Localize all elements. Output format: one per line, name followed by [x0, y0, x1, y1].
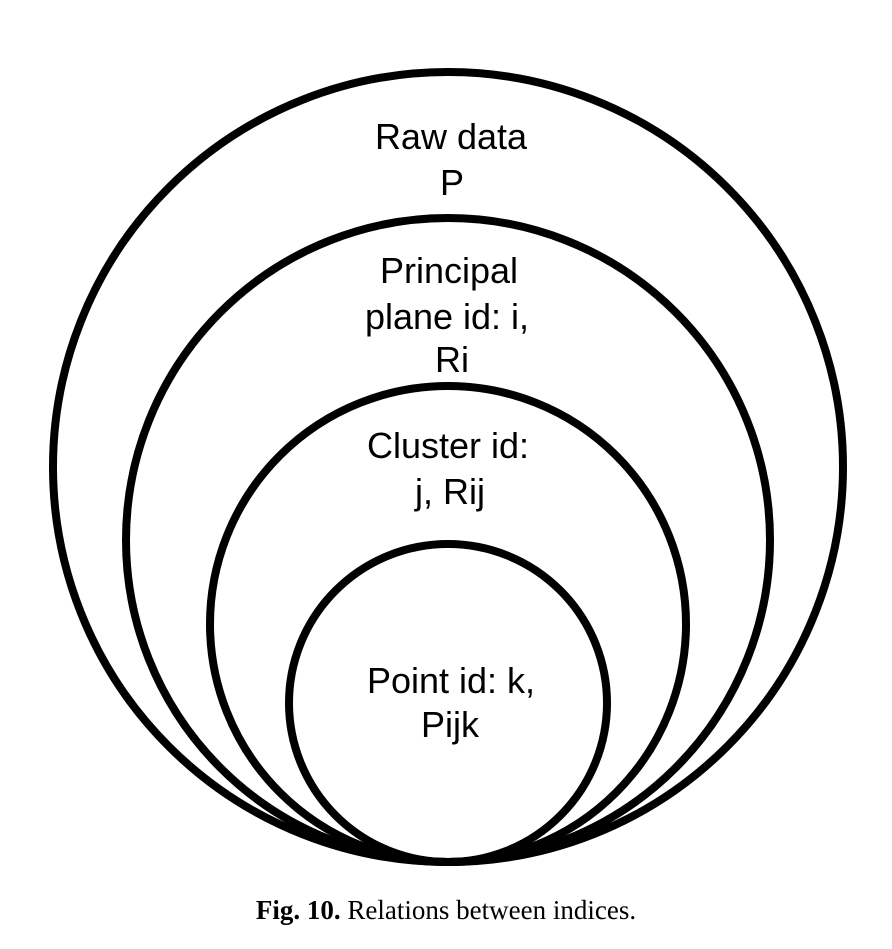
label-principal-plane-line-2: plane id: i,: [365, 296, 529, 337]
figure-caption-text: Relations between indices.: [347, 895, 637, 925]
label-cluster-line-2: j, Rij: [414, 471, 485, 512]
label-principal-plane-line-3: Ri: [435, 339, 469, 380]
label-point-line-1: Point id: k,: [367, 660, 535, 701]
label-point: Point id: k, Pijk: [367, 660, 545, 745]
label-cluster: Cluster id: j, Rij: [367, 425, 539, 512]
figure-caption-label: Fig. 10.: [255, 895, 341, 925]
label-raw-data-line-1: Raw data: [375, 116, 528, 157]
label-raw-data: Raw data P: [375, 116, 537, 203]
label-point-line-2: Pijk: [421, 704, 480, 745]
label-principal-plane: Principal plane id: i, Ri: [365, 250, 539, 380]
label-cluster-line-1: Cluster id:: [367, 425, 529, 466]
label-principal-plane-line-1: Principal: [380, 250, 518, 291]
figure-caption: Fig. 10. Relations between indices.: [0, 893, 892, 927]
label-raw-data-line-2: P: [440, 162, 464, 203]
circle-point: [285, 540, 611, 866]
